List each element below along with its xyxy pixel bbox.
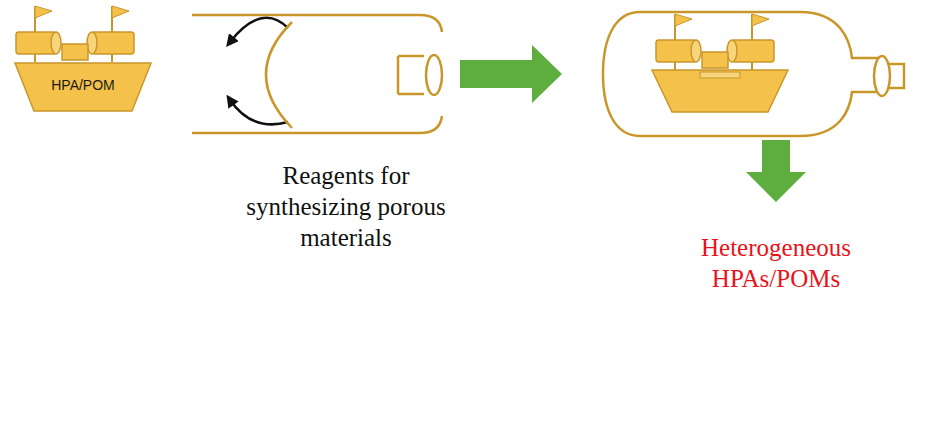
caption-text: Reagents for synthesizing porous materia… bbox=[228, 160, 464, 253]
ship-hull: HPA/POM bbox=[14, 62, 152, 112]
result-label: Heterogeneous HPAs/POMs bbox=[666, 232, 886, 294]
hull-label: HPA/POM bbox=[14, 77, 152, 93]
